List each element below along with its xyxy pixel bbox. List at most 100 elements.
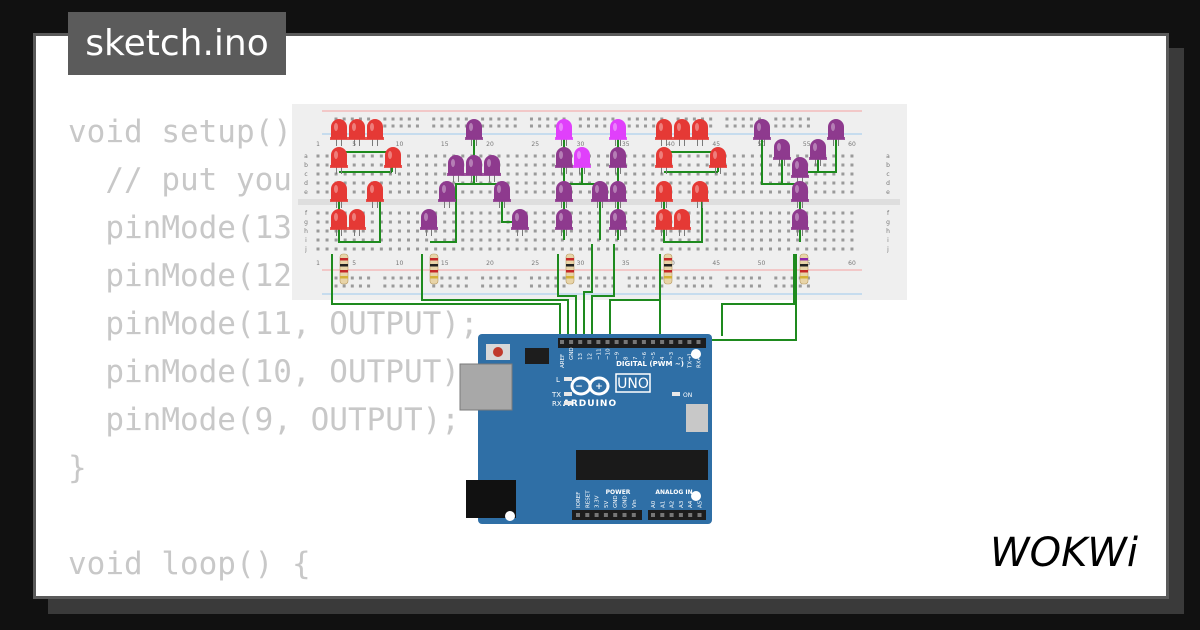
rail-hole	[595, 124, 599, 128]
breadboard-hole	[814, 190, 818, 194]
breadboard-hole	[615, 229, 619, 233]
breadboard-hole	[334, 238, 338, 242]
breadboard-hole	[687, 154, 691, 158]
board-name-box	[615, 373, 651, 393]
mounting-hole	[691, 491, 701, 501]
breadboard-hole	[533, 190, 537, 194]
breadboard-hole	[714, 229, 718, 233]
led	[691, 119, 709, 146]
led-shine	[713, 151, 717, 159]
breadboard-hole	[316, 220, 320, 224]
analog-pin-label: A5	[698, 500, 704, 508]
rail-hole	[513, 117, 517, 121]
arduino-logo: − +	[570, 376, 610, 396]
rail-hole	[644, 284, 648, 288]
breadboard-hole	[642, 172, 646, 176]
breadboard-hole	[361, 190, 365, 194]
breadboard-hole	[787, 190, 791, 194]
reset-button-cap	[493, 347, 503, 357]
breadboard-hole	[723, 229, 727, 233]
led-rim	[420, 227, 438, 230]
breadboard-hole	[624, 238, 628, 242]
led-rim	[330, 165, 348, 168]
led	[609, 209, 627, 236]
led-shine	[469, 159, 473, 167]
breadboard-hole	[379, 163, 383, 167]
breadboard-hole	[542, 172, 546, 176]
rail-hole	[399, 284, 403, 288]
header-pin	[614, 340, 619, 344]
rail-hole	[448, 124, 452, 128]
rail-hole	[367, 117, 371, 121]
led-shine	[659, 123, 663, 131]
breadboard-hole	[370, 229, 374, 233]
breadboard-hole	[397, 181, 401, 185]
row-label-right: e	[886, 189, 890, 196]
rail-hole	[562, 117, 566, 121]
breadboard-hole	[633, 220, 637, 224]
rail-hole	[676, 117, 680, 121]
code-line: // put your main code here, to run repea…	[68, 588, 964, 596]
breadboard-hole	[705, 154, 709, 158]
breadboard-hole	[832, 238, 836, 242]
rail-hole	[391, 124, 395, 128]
rail-hole	[497, 276, 501, 280]
breadboard-hole	[633, 190, 637, 194]
wire	[331, 254, 561, 336]
resistor-band	[800, 264, 808, 267]
header-pin	[560, 340, 564, 344]
rail-hole	[741, 284, 745, 288]
breadboard-hole	[533, 172, 537, 176]
breadboard-hole	[850, 238, 854, 242]
digital-pin-label: GND	[569, 347, 575, 360]
led-rim	[791, 199, 809, 202]
breadboard-hole	[642, 220, 646, 224]
rail-hole	[383, 284, 387, 288]
rail-hole	[701, 117, 705, 121]
led	[330, 181, 348, 208]
file-name-tab: sketch.ino	[68, 12, 286, 75]
led	[673, 209, 691, 236]
rail-hole	[391, 284, 395, 288]
header-pin	[651, 340, 655, 344]
rail-hole	[578, 284, 582, 288]
breadboard-hole	[560, 172, 564, 176]
breadboard-hole	[461, 220, 465, 224]
breadboard-hole	[651, 238, 655, 242]
led-body	[331, 181, 347, 201]
rail-hole	[407, 276, 411, 280]
rail-hole	[440, 124, 444, 128]
breadboard-hole	[325, 238, 329, 242]
breadboard-hole	[379, 247, 383, 251]
led	[609, 181, 627, 208]
led-rim	[609, 199, 627, 202]
resistor-band	[430, 264, 438, 267]
breadboard-hole	[823, 190, 827, 194]
header-pin	[697, 513, 702, 517]
led-rim	[655, 165, 673, 168]
rail-hole	[806, 117, 810, 121]
led-rim	[791, 175, 809, 178]
digital-pin-label: 12	[587, 353, 593, 360]
header-pin	[569, 340, 574, 344]
breadboard-hole	[578, 211, 582, 215]
header-pin	[688, 513, 693, 517]
rail-hole	[741, 276, 745, 280]
breadboard-hole	[551, 247, 555, 251]
rail-hole	[513, 276, 517, 280]
digital-pin-label: AREF	[560, 354, 566, 368]
led-rim	[655, 227, 673, 230]
rail-hole	[481, 276, 485, 280]
column-label-top: 45	[712, 141, 720, 148]
breadboard-hole	[606, 181, 610, 185]
breadboard-hole	[696, 238, 700, 242]
wire	[421, 254, 569, 336]
breadboard-hole	[397, 247, 401, 251]
digital-pin-label: 13	[578, 353, 584, 360]
breadboard-hole	[578, 190, 582, 194]
breadboard-hole	[416, 229, 420, 233]
header-pin	[678, 340, 683, 344]
rail-hole	[652, 124, 656, 128]
breadboard-hole	[796, 247, 800, 251]
power-label: POWER	[606, 489, 631, 496]
